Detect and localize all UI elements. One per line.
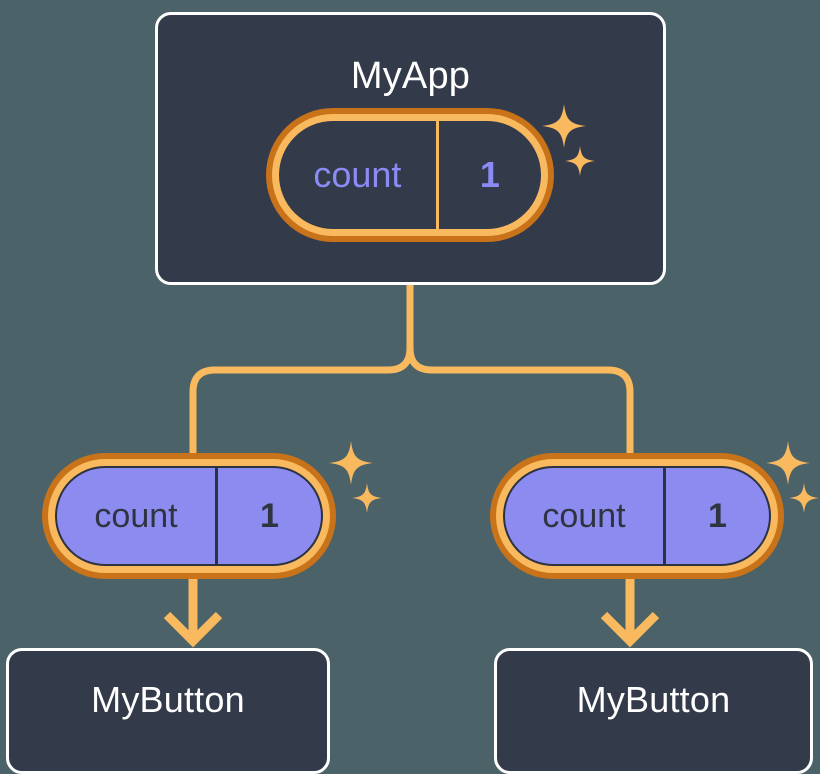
state-value: 1: [260, 496, 279, 535]
state-key: count: [57, 468, 219, 564]
pill-inner-ring: count 1: [48, 459, 330, 573]
edge-myapp-to-prop-left: [189, 281, 414, 459]
state-pill-prop-left[interactable]: count 1: [42, 453, 336, 579]
pill-body: count 1: [55, 466, 323, 566]
component-box-mybutton-right[interactable]: MyButton: [494, 648, 813, 774]
state-pill-prop-right[interactable]: count 1: [490, 453, 784, 579]
pill-body: count 1: [503, 466, 771, 566]
pill-body: count 1: [279, 121, 541, 229]
sparkle-large-icon: [329, 441, 373, 485]
pill-inner-ring: count 1: [496, 459, 778, 573]
edge-myapp-to-prop-right: [406, 281, 634, 459]
component-title-mybutton-left: MyButton: [91, 679, 245, 720]
component-title-myapp: MyApp: [350, 55, 471, 97]
state-value: 1: [479, 154, 500, 195]
state-key: count: [505, 468, 667, 564]
sparkle-large-icon: [766, 441, 810, 485]
state-pill-myapp[interactable]: count 1: [266, 108, 554, 242]
state-value: 1: [708, 496, 727, 535]
sparkle-small-icon: [789, 483, 819, 513]
component-box-mybutton-left[interactable]: MyButton: [6, 648, 330, 774]
component-title-mybutton-right: MyButton: [576, 679, 731, 720]
sparkle-small-icon: [352, 483, 382, 513]
arrowhead-right-icon: [600, 611, 660, 648]
state-key: count: [279, 121, 439, 229]
pill-inner-ring: count 1: [272, 114, 548, 236]
arrowhead-left-icon: [163, 611, 223, 648]
